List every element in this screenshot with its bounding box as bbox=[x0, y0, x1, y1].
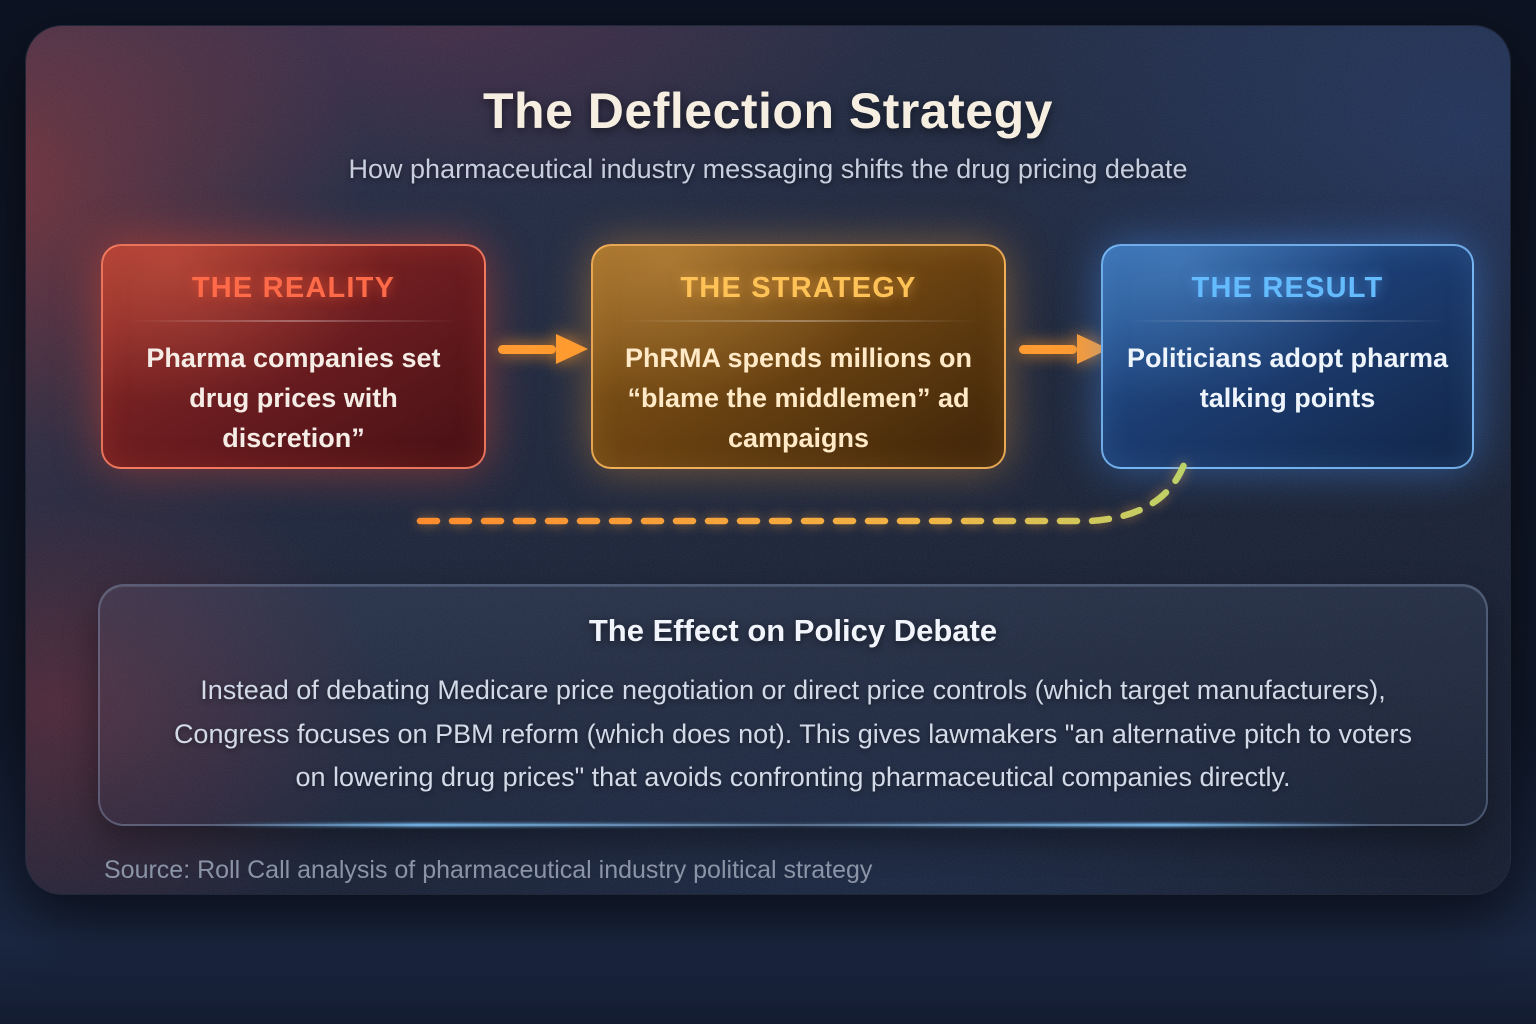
arrow-shaft bbox=[1019, 345, 1077, 354]
effect-body: Instead of debating Medicare price negot… bbox=[173, 675, 1413, 793]
card-result-label: THE RESULT bbox=[1191, 272, 1384, 304]
arrow-shaft bbox=[498, 345, 556, 354]
arrow-head bbox=[1077, 334, 1109, 364]
card-strategy: THE STRATEGY PhRMA spends millions on “b… bbox=[591, 244, 1006, 469]
card-reality-label: THE REALITY bbox=[191, 272, 396, 304]
arrow-head bbox=[556, 334, 588, 364]
card-strategy-divider bbox=[618, 320, 979, 322]
card-result-text: Politicians adopt pharma talking points bbox=[1126, 343, 1449, 413]
source-note: Source: Roll Call analysis of pharmaceut… bbox=[104, 856, 873, 884]
card-reality-divider bbox=[127, 320, 460, 322]
card-strategy-text: PhRMA spends millions on “blame the midd… bbox=[624, 343, 973, 453]
page-subtitle: How pharmaceutical industry messaging sh… bbox=[348, 154, 1188, 184]
flow-arrow-icon bbox=[1019, 334, 1109, 364]
main-panel: The Deflection Strategy How pharmaceutic… bbox=[26, 26, 1510, 894]
effect-panel: The Effect on Policy Debate Instead of d… bbox=[98, 584, 1488, 826]
card-reality-text: Pharma companies set drug prices with di… bbox=[146, 343, 441, 453]
card-strategy-label: THE STRATEGY bbox=[680, 272, 917, 304]
card-result-divider bbox=[1127, 320, 1448, 322]
card-reality: THE REALITY Pharma companies set drug pr… bbox=[101, 244, 486, 469]
flow-arrow-icon bbox=[498, 334, 588, 364]
page-title: The Deflection Strategy bbox=[483, 83, 1053, 139]
card-result: THE RESULT Politicians adopt pharma talk… bbox=[1101, 244, 1474, 469]
effect-title: The Effect on Policy Debate bbox=[588, 613, 998, 648]
